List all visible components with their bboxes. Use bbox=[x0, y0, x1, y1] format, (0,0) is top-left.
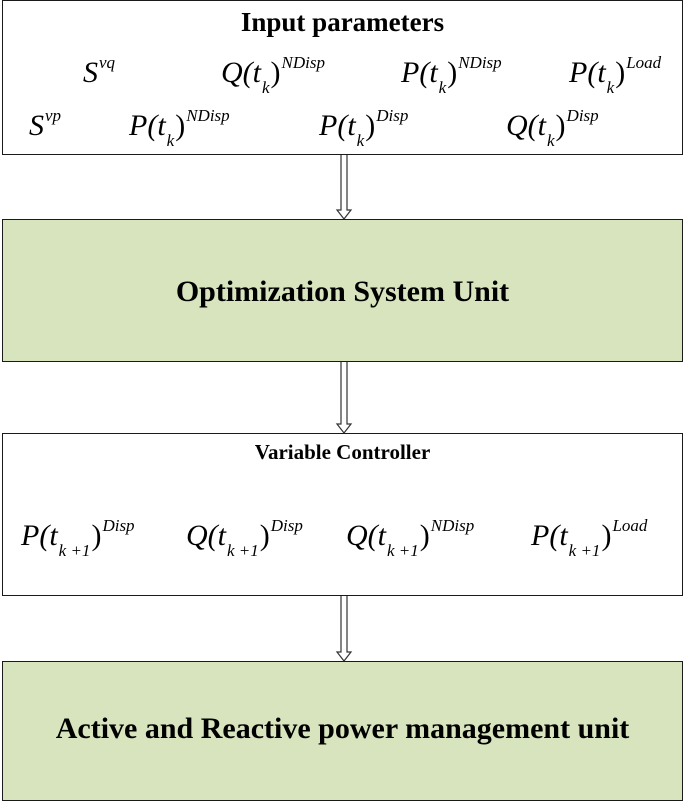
controller-symbol-p-disp: P(tk +1)Disp bbox=[21, 516, 135, 560]
variable-controller-box: Variable Controller P(tk +1)Disp Q(tk +1… bbox=[2, 433, 683, 596]
input-symbol-s-vq: Svq bbox=[83, 53, 116, 89]
input-symbol-s-vp: Svp bbox=[29, 106, 62, 142]
variable-controller-title: Variable Controller bbox=[254, 440, 431, 464]
arrow-input-to-optimization bbox=[335, 155, 353, 220]
input-symbol-p-load: P(tk)Load bbox=[569, 53, 662, 97]
input-parameters-title: Input parameters bbox=[240, 7, 445, 37]
controller-symbol-q-disp: Q(tk +1)Disp bbox=[186, 516, 303, 560]
input-symbol-p-ndisp-bottom: P(tk)NDisp bbox=[129, 106, 230, 150]
arrow-controller-to-management bbox=[335, 596, 353, 662]
power-management-unit-box: Active and Reactive power management uni… bbox=[2, 661, 683, 801]
controller-symbol-p-load: P(tk +1)Load bbox=[531, 516, 648, 560]
power-management-unit-title: Active and Reactive power management uni… bbox=[55, 712, 630, 745]
arrow-optimization-to-controller bbox=[335, 362, 353, 434]
input-symbol-p-disp: P(tk)Disp bbox=[319, 106, 409, 150]
input-symbol-q-ndisp: Q(tk)NDisp bbox=[221, 53, 326, 97]
controller-symbol-q-ndisp: Q(tk +1)NDisp bbox=[346, 516, 475, 560]
input-symbol-q-disp: Q(tk)Disp bbox=[506, 106, 599, 150]
optimization-system-unit-title: Optimization System Unit bbox=[175, 275, 510, 308]
input-symbol-p-ndisp-top: P(tk)NDisp bbox=[401, 53, 502, 97]
optimization-system-unit-box: Optimization System Unit bbox=[2, 219, 683, 362]
input-parameters-box: Input parameters Svq Q(tk)NDisp P(tk)NDi… bbox=[2, 0, 683, 155]
